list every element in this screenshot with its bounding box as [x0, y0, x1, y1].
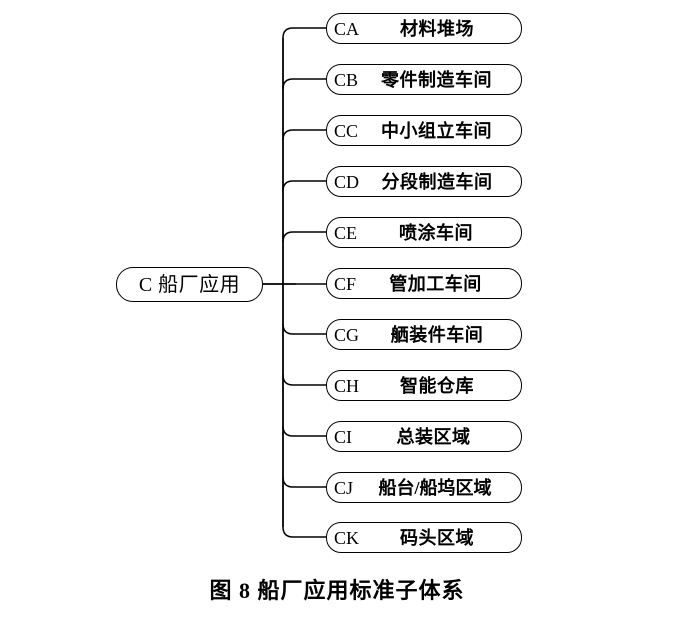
branch-connector-cd — [282, 180, 326, 192]
node-cc[interactable]: CC 中小组立车间 — [326, 115, 522, 146]
node-cf[interactable]: CF 管加工车间 — [326, 268, 522, 299]
node-cd[interactable]: CD 分段制造车间 — [326, 166, 522, 197]
node-ci-code: CI — [334, 426, 352, 447]
node-ck[interactable]: CK 码头区域 — [326, 522, 522, 553]
branch-connector-ck — [282, 526, 326, 538]
node-ci-label: 总装区域 — [396, 426, 471, 447]
node-ck-code: CK — [334, 527, 360, 548]
branch-connector-ce — [282, 231, 326, 243]
node-cg-code: CG — [334, 324, 360, 345]
node-ce[interactable]: CE 喷涂车间 — [326, 217, 522, 248]
node-cj[interactable]: CJ 船台/船坞区域 — [326, 472, 522, 503]
root-node[interactable]: C 船厂应用 — [116, 267, 263, 302]
node-ci[interactable]: CI 总装区域 — [326, 421, 522, 452]
node-cg-label: 舾装件车间 — [390, 324, 484, 345]
node-cf-code: CF — [334, 273, 357, 294]
node-cb-code: CB — [334, 69, 359, 90]
branch-connector-ca — [282, 27, 326, 39]
figure-caption: 图 8 船厂应用标准子体系 — [209, 578, 465, 603]
branch-connector-cg — [282, 323, 326, 335]
branch-connector-cc — [282, 129, 326, 141]
node-cc-label: 中小组立车间 — [381, 120, 492, 141]
node-cf-label: 管加工车间 — [389, 273, 482, 294]
node-ch-code: CH — [334, 375, 360, 396]
branch-connector-cb — [282, 78, 326, 90]
node-cj-code: CJ — [334, 477, 354, 498]
node-ce-code: CE — [334, 222, 358, 243]
node-ca-code: CA — [334, 18, 360, 39]
root-node-text: C 船厂应用 — [138, 273, 241, 296]
node-cd-label: 分段制造车间 — [381, 171, 493, 192]
node-cj-label: 船台/船坞区域 — [378, 477, 492, 498]
branch-connector-ci — [282, 425, 326, 437]
node-cb-label: 零件制造车间 — [381, 69, 492, 90]
node-cg[interactable]: CG 舾装件车间 — [326, 319, 522, 350]
node-cc-code: CC — [334, 120, 359, 141]
branch-connector-ch — [282, 374, 326, 386]
node-cd-code: CD — [334, 171, 360, 192]
node-ch-label: 智能仓库 — [400, 375, 474, 396]
node-cb[interactable]: CB 零件制造车间 — [326, 64, 522, 95]
branch-connector-cj — [282, 476, 326, 488]
node-ca-label: 材料堆场 — [400, 18, 474, 39]
node-ch[interactable]: CH 智能仓库 — [326, 370, 522, 401]
node-ca[interactable]: CA 材料堆场 — [326, 13, 522, 44]
node-ce-label: 喷涂车间 — [399, 222, 473, 243]
node-ck-label: 码头区域 — [400, 527, 474, 548]
